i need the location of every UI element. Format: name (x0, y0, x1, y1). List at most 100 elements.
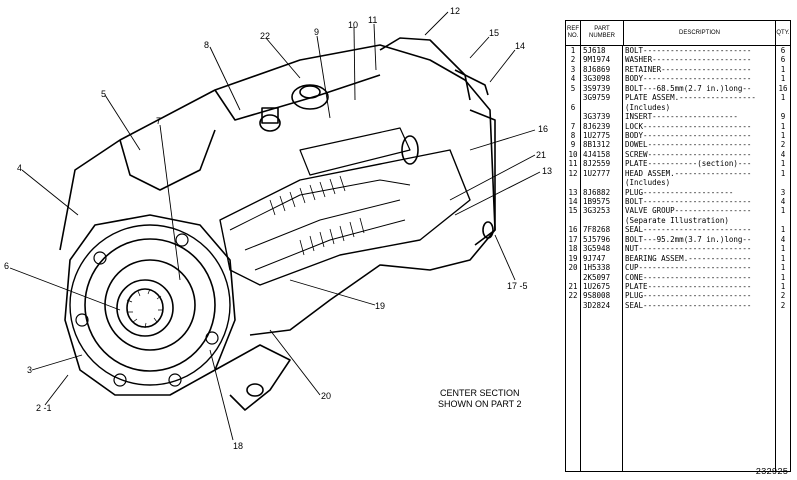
exploded-assembly-drawing (9, 11, 541, 441)
qty-cell: 1 (780, 159, 786, 169)
qty-cell (776, 357, 790, 366)
ref-no-cell (566, 112, 581, 122)
ref-no-cell (566, 376, 581, 386)
table-row (566, 442, 790, 452)
ref-no-cell (566, 366, 581, 377)
ref-no-cell: 13 (566, 187, 581, 197)
callout-5: 5 (101, 89, 107, 99)
callout-10: 10 (348, 20, 359, 30)
qty-cell (776, 386, 790, 395)
qty-cell: 16 (778, 83, 788, 93)
part-number-cell: 3G9759 (581, 93, 623, 103)
table-row (566, 376, 790, 386)
callout-17-5: 17 -5 (507, 281, 528, 291)
table-row (566, 329, 790, 339)
description-cell (623, 461, 776, 471)
ref-no-cell: 22 (566, 291, 581, 301)
qty-cell: 1 (780, 272, 786, 282)
ref-no-cell: 6 (566, 102, 581, 113)
table-row (566, 395, 790, 405)
part-number-cell (581, 404, 623, 415)
ref-no-cell (566, 329, 581, 339)
description-cell: NUT------------------------- (623, 244, 776, 254)
description-cell (623, 366, 776, 377)
ref-no-cell (566, 178, 581, 188)
description-cell: BOLT---68.5mm(2.7 in.)long-- (623, 83, 776, 94)
description-cell: LOCK------------------------ (623, 121, 776, 131)
table-row (566, 319, 790, 330)
part-number-cell (581, 178, 623, 188)
part-number-cell: 3S9739 (581, 83, 623, 94)
qty-cell: 3 (780, 187, 786, 197)
part-number-cell: 8J6869 (581, 64, 623, 75)
table-row (566, 404, 790, 415)
qty-cell (776, 320, 790, 329)
qty-cell (776, 216, 790, 225)
qty-cell (776, 376, 790, 385)
qty-cell: 1 (780, 168, 786, 178)
table-row (566, 310, 790, 320)
description-cell: BOLT------------------------ (623, 46, 776, 56)
qty-cell (776, 310, 790, 319)
description-cell (623, 329, 776, 339)
callout-6: 6 (4, 261, 10, 271)
callout-18: 18 (233, 441, 244, 451)
ref-no-cell (566, 404, 581, 415)
part-number-cell (581, 414, 623, 424)
qty-cell: 1 (780, 244, 786, 254)
qty-cell: 1 (780, 206, 786, 216)
part-number-cell (581, 319, 623, 330)
description-cell: RETAINER-------------------- (623, 64, 776, 75)
part-number-cell: 5J618 (581, 46, 623, 56)
part-number-cell: 1U2777 (581, 168, 623, 179)
header-ref-no: REF NO. (566, 21, 581, 45)
ref-no-cell (566, 93, 581, 103)
description-cell (623, 348, 776, 358)
description-cell (623, 414, 776, 424)
part-number-cell: 9M1974 (581, 55, 623, 65)
callout-2-1: 2 -1 (36, 403, 52, 413)
ref-no-cell (566, 461, 581, 471)
ref-no-cell: 20 (566, 263, 581, 273)
ref-no-cell: 12 (566, 168, 581, 179)
qty-cell: 6 (780, 55, 786, 65)
description-cell: BEARING ASSEM.-------------- (623, 253, 776, 264)
description-cell: SEAL------------------------ (623, 225, 776, 235)
header-part-number: PART NUMBER (581, 21, 624, 45)
qty-cell (776, 348, 790, 357)
note-line-2: SHOWN ON PART 2 (438, 399, 522, 409)
description-cell: CUP------------------------- (623, 263, 776, 273)
qty-cell (776, 329, 790, 338)
description-cell: BODY------------------------ (623, 130, 776, 141)
description-cell (623, 385, 776, 396)
ref-no-cell: 5 (566, 83, 581, 94)
callout-21: 21 (536, 150, 547, 160)
qty-cell: 9 (780, 112, 786, 122)
ref-no-cell: 3 (566, 64, 581, 75)
qty-cell: 1 (780, 121, 786, 131)
description-cell (623, 442, 776, 452)
callout-4: 4 (17, 163, 23, 173)
center-section-note: CENTER SECTION SHOWN ON PART 2 (438, 388, 522, 410)
description-cell (623, 395, 776, 405)
table-row (566, 366, 790, 377)
description-cell: VALVE GROUP----------------- (623, 206, 776, 216)
qty-cell: 6 (780, 46, 786, 55)
qty-cell: 4 (780, 234, 786, 244)
part-number-cell (581, 348, 623, 358)
qty-cell: 1 (780, 130, 786, 140)
qty-cell (776, 433, 790, 442)
ref-no-cell: 8 (566, 130, 581, 141)
qty-cell (776, 405, 790, 414)
qty-cell: 1 (780, 74, 786, 84)
table-row (566, 414, 790, 424)
qty-cell: 2 (780, 300, 786, 310)
description-cell: BOLT------------------------ (623, 197, 776, 207)
